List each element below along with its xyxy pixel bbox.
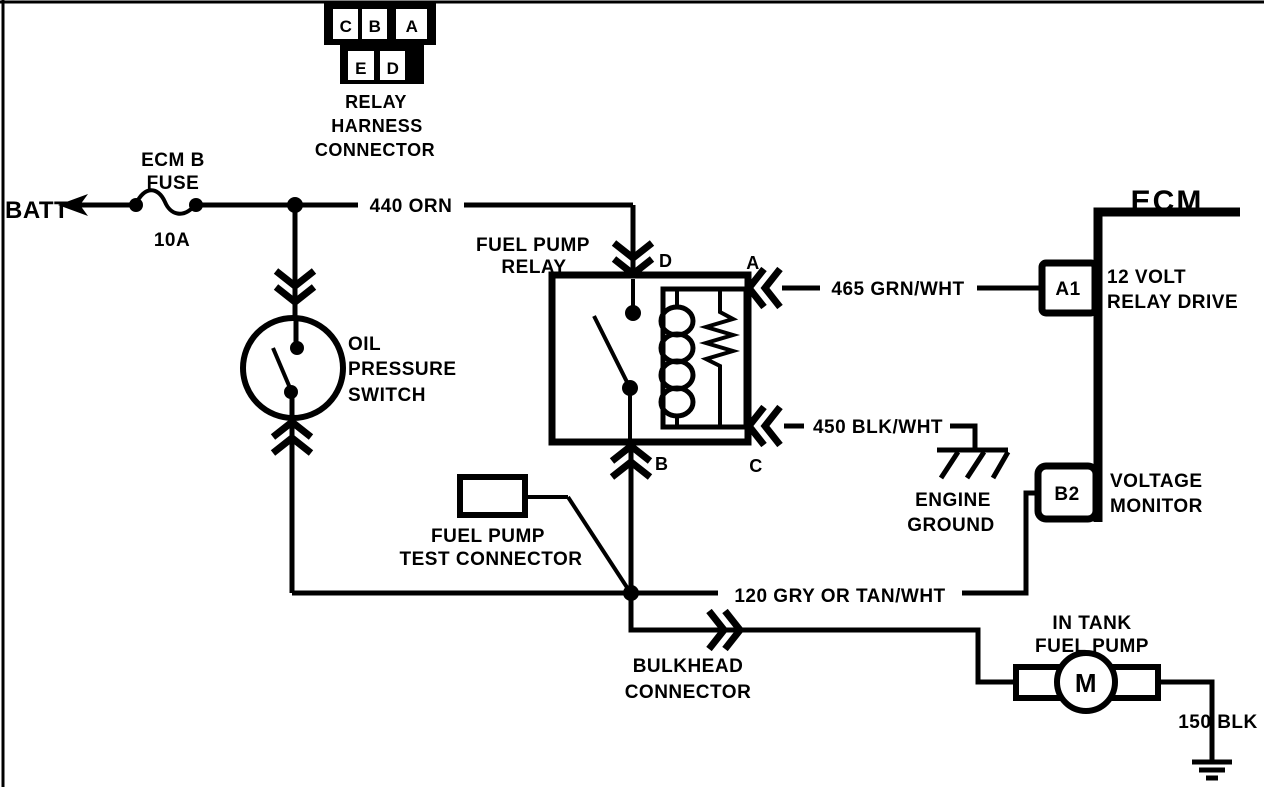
svg-text:FUSE: FUSE	[147, 173, 200, 194]
batt-arrow-icon	[58, 194, 88, 216]
relay-switch	[592, 279, 641, 440]
ecm-pin-a1-function: 12 VOLT	[1107, 267, 1186, 288]
relay-harness-connector: C B A E D RELAY HARNESS CONNECTOR	[315, 2, 436, 160]
connector-chevron-b-icon	[609, 441, 653, 480]
connector-cell-b: B	[369, 17, 382, 36]
in-tank-fuel-pump-label: IN TANK	[1052, 613, 1131, 634]
wire-450: 450 BLK/WHT ENGINE GROUND	[784, 417, 1011, 536]
connector-cell-e: E	[355, 59, 367, 78]
wire-465-label: 465 GRN/WHT	[831, 279, 964, 300]
ecm-pin-b2-id: B2	[1054, 484, 1079, 505]
terminal-c-label: C	[749, 456, 763, 476]
ecm-pin-a1: A1 12 VOLT RELAY DRIVE	[1038, 259, 1238, 317]
wire-440-orn: 440 ORN	[295, 196, 655, 279]
connector-cell-d: D	[387, 59, 400, 78]
terminal-b-label: B	[655, 454, 669, 474]
svg-text:TEST CONNECTOR: TEST CONNECTOR	[400, 549, 583, 570]
svg-text:CONNECTOR: CONNECTOR	[625, 682, 752, 703]
ecm-pin-a1-id: A1	[1055, 279, 1080, 300]
relay-coil-block	[658, 286, 749, 430]
oil-pressure-switch-label: OIL	[348, 334, 381, 355]
bulkhead-run: BULKHEAD CONNECTOR	[625, 593, 1016, 703]
connector-cell-a: A	[406, 17, 419, 36]
svg-text:FUEL PUMP: FUEL PUMP	[1035, 636, 1149, 657]
engine-ground-icon	[937, 447, 1011, 480]
ecm: ECM A1 12 VOLT RELAY DRIVE B2 VOLTAGE MO…	[1034, 185, 1240, 523]
engine-ground-label: ENGINE	[915, 490, 991, 511]
connector-chevron-a-icon	[744, 266, 783, 310]
wire-120-label: 120 GRY OR TAN/WHT	[734, 586, 945, 607]
wire-465: 465 GRN/WHT	[782, 279, 1042, 300]
svg-text:RELAY DRIVE: RELAY DRIVE	[1107, 292, 1238, 313]
bulkhead-chevron-icon	[706, 608, 745, 652]
connector-chevron-c-icon	[744, 404, 783, 448]
wire-150-label: 150 BLK	[1178, 712, 1258, 733]
fuse-name: ECM B	[141, 150, 205, 171]
svg-text:MONITOR: MONITOR	[1110, 496, 1203, 517]
bulkhead-connector-label: BULKHEAD	[633, 656, 744, 677]
wire-450-label: 450 BLK/WHT	[813, 417, 943, 438]
ecm-outline	[1093, 207, 1240, 522]
svg-text:PRESSURE: PRESSURE	[348, 359, 457, 380]
fuel-pump-relay: FUEL PUMP RELAY D A B C	[476, 235, 783, 593]
relay-resistor	[698, 289, 741, 427]
pump-motor	[1054, 650, 1118, 714]
ecm-pin-b2: B2 VOLTAGE MONITOR	[1034, 462, 1203, 523]
fuel-pump-test-connector-label: FUEL PUMP	[431, 526, 545, 547]
svg-text:SWITCH: SWITCH	[348, 385, 426, 406]
fuel-pump-relay-label: FUEL PUMP	[476, 235, 590, 256]
fuel-pump-test-connector: FUEL PUMP TEST CONNECTOR	[400, 474, 632, 594]
terminal-d-label: D	[659, 251, 673, 271]
svg-text:CONNECTOR: CONNECTOR	[315, 140, 435, 160]
connector-chevron-oil-top-icon	[273, 268, 317, 307]
batt-label: BATT	[5, 197, 69, 224]
relay-harness-connector-label: RELAY	[345, 92, 407, 112]
battery-feed: BATT ECM B FUSE 10A	[5, 150, 303, 251]
fuse-rating: 10A	[154, 230, 190, 251]
pump-motor-m: M	[1075, 668, 1097, 698]
connector-cell-c: C	[340, 17, 353, 36]
ecm-pin-b2-function: VOLTAGE	[1110, 471, 1203, 492]
terminal-a-label: A	[746, 253, 760, 273]
svg-text:GROUND: GROUND	[907, 515, 994, 536]
svg-text:HARNESS: HARNESS	[331, 116, 423, 136]
test-connector-box	[457, 474, 528, 518]
wire-440-label: 440 ORN	[370, 196, 453, 217]
chassis-ground-icon	[1192, 744, 1232, 781]
oil-pressure-switch: OIL PRESSURE SWITCH	[240, 205, 457, 593]
in-tank-fuel-pump: IN TANK FUEL PUMP M 150 BLK	[1013, 613, 1258, 781]
connector-chevron-oil-bottom-icon	[270, 417, 314, 456]
